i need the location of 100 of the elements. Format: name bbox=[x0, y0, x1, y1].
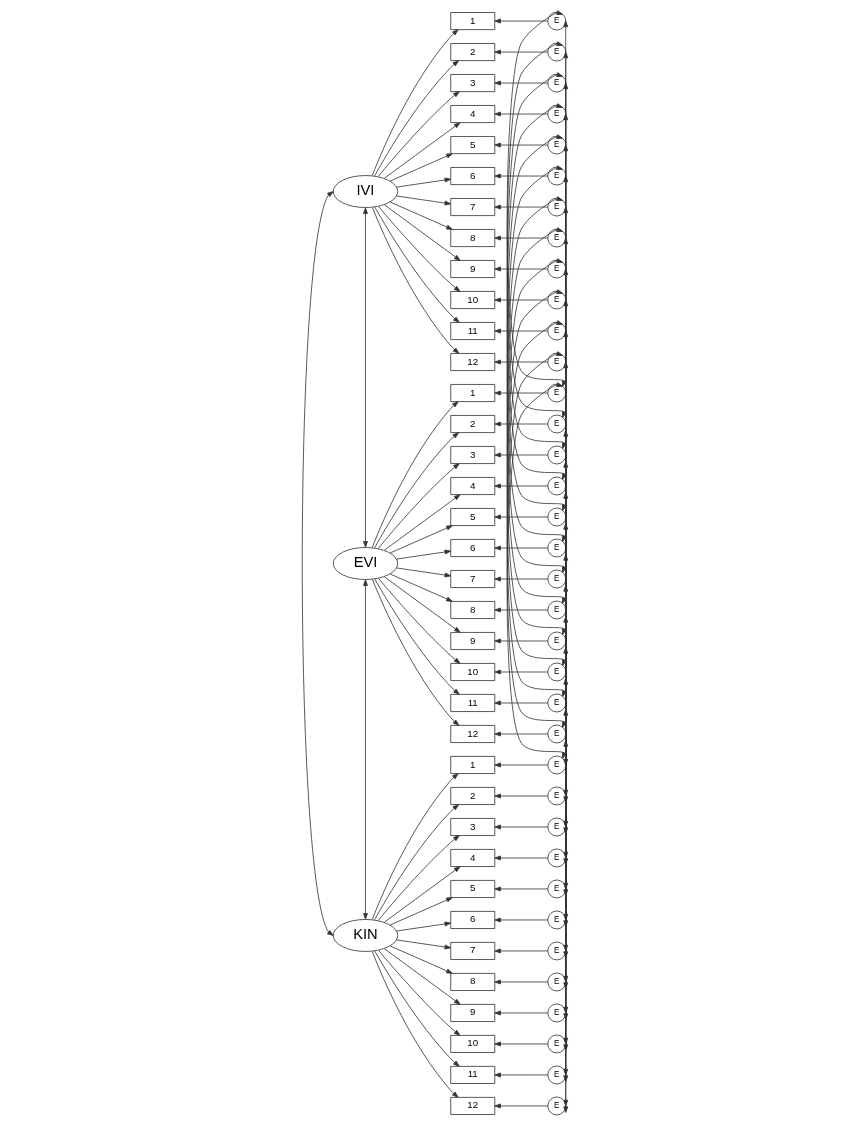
arrow bbox=[494, 607, 549, 613]
arrow bbox=[494, 793, 549, 799]
node-box: 6 bbox=[450, 167, 496, 185]
arrow bbox=[372, 207, 460, 354]
arrow bbox=[396, 177, 452, 188]
arrow bbox=[494, 173, 549, 179]
arrow bbox=[494, 1072, 549, 1078]
node-box: 5 bbox=[450, 508, 496, 526]
arrow bbox=[389, 153, 453, 182]
node-circle: E bbox=[547, 631, 567, 651]
arrow bbox=[494, 855, 549, 861]
arrow bbox=[377, 91, 460, 177]
node-box: 2 bbox=[450, 415, 496, 433]
arrow bbox=[494, 824, 549, 830]
arrow bbox=[494, 49, 549, 55]
arrow bbox=[389, 525, 453, 554]
arrow bbox=[396, 195, 452, 206]
node-circle: E bbox=[547, 662, 567, 682]
arrow bbox=[494, 359, 549, 365]
node-circle: E bbox=[547, 476, 567, 496]
node-circle: E bbox=[547, 414, 567, 434]
node-box: 9 bbox=[450, 260, 496, 278]
arrow bbox=[377, 835, 460, 921]
node-circle: E bbox=[547, 507, 567, 527]
arrow bbox=[363, 207, 368, 548]
arrow bbox=[494, 266, 549, 272]
arrow bbox=[377, 463, 460, 549]
arrow bbox=[363, 579, 368, 920]
arrow bbox=[389, 573, 453, 602]
node-box: 8 bbox=[450, 973, 496, 991]
arrow bbox=[396, 921, 452, 932]
arrow bbox=[374, 432, 459, 549]
arrow bbox=[506, 103, 567, 480]
node-box: 3 bbox=[450, 446, 496, 464]
arrow bbox=[384, 122, 461, 179]
arrow bbox=[494, 235, 549, 241]
arrow bbox=[378, 578, 461, 664]
arrow bbox=[494, 204, 549, 210]
arrow bbox=[384, 494, 461, 551]
node-box: 12 bbox=[450, 1096, 496, 1115]
arrow bbox=[374, 60, 459, 177]
node-box: 4 bbox=[450, 849, 496, 867]
arrow bbox=[378, 950, 461, 1036]
arrow bbox=[494, 700, 549, 706]
arrow bbox=[371, 773, 459, 920]
node-box: 5 bbox=[450, 880, 496, 898]
node-box: 2 bbox=[450, 43, 496, 61]
arrow bbox=[506, 320, 567, 697]
node-box: 8 bbox=[450, 601, 496, 619]
arrow bbox=[494, 514, 549, 520]
arrow bbox=[506, 227, 567, 604]
arrow bbox=[494, 638, 549, 644]
node-circle: E bbox=[547, 445, 567, 465]
node-box: 11 bbox=[450, 322, 496, 340]
node-box: 10 bbox=[450, 1035, 496, 1053]
arrow bbox=[494, 483, 549, 489]
arrow bbox=[389, 897, 453, 926]
node-box: 7 bbox=[450, 942, 496, 960]
node-box: 7 bbox=[450, 570, 496, 588]
node-box: 4 bbox=[450, 477, 496, 495]
node-box: 12 bbox=[450, 725, 496, 743]
node-box: 10 bbox=[450, 291, 496, 309]
node-box: 7 bbox=[450, 198, 496, 216]
node-circle: E bbox=[547, 693, 567, 713]
node-box: 9 bbox=[450, 1004, 496, 1022]
node-box: 2 bbox=[450, 787, 496, 805]
arrow bbox=[506, 41, 567, 418]
arrow bbox=[374, 206, 460, 323]
arrow bbox=[494, 390, 549, 396]
arrow bbox=[494, 886, 549, 892]
arrow bbox=[506, 351, 567, 728]
arrow bbox=[506, 72, 567, 449]
arrow bbox=[494, 111, 549, 117]
arrow bbox=[494, 576, 549, 582]
node-box: 12 bbox=[450, 353, 496, 371]
arrow bbox=[494, 1010, 549, 1016]
arrow bbox=[494, 948, 549, 954]
node-circle: E bbox=[547, 538, 567, 558]
arrow bbox=[372, 579, 460, 726]
arrow bbox=[389, 945, 453, 974]
arrow bbox=[506, 134, 567, 511]
arrow bbox=[494, 297, 549, 303]
arrow bbox=[494, 669, 549, 675]
node-box: 11 bbox=[450, 1066, 496, 1084]
arrow bbox=[494, 731, 549, 737]
arrow bbox=[383, 576, 461, 633]
arrow bbox=[396, 939, 452, 950]
node-box: 4 bbox=[450, 105, 496, 123]
node-box: 11 bbox=[450, 694, 496, 712]
arrow bbox=[494, 917, 549, 923]
arrow bbox=[506, 382, 567, 759]
arrow bbox=[384, 866, 461, 923]
arrow bbox=[494, 762, 549, 768]
arrow bbox=[371, 950, 459, 1098]
node-ellipse: IVI bbox=[332, 175, 399, 208]
node-box: 1 bbox=[450, 384, 496, 402]
node-box: 5 bbox=[450, 136, 496, 154]
arrow bbox=[494, 421, 549, 427]
arrow bbox=[383, 204, 461, 261]
node-circle: E bbox=[547, 600, 567, 620]
